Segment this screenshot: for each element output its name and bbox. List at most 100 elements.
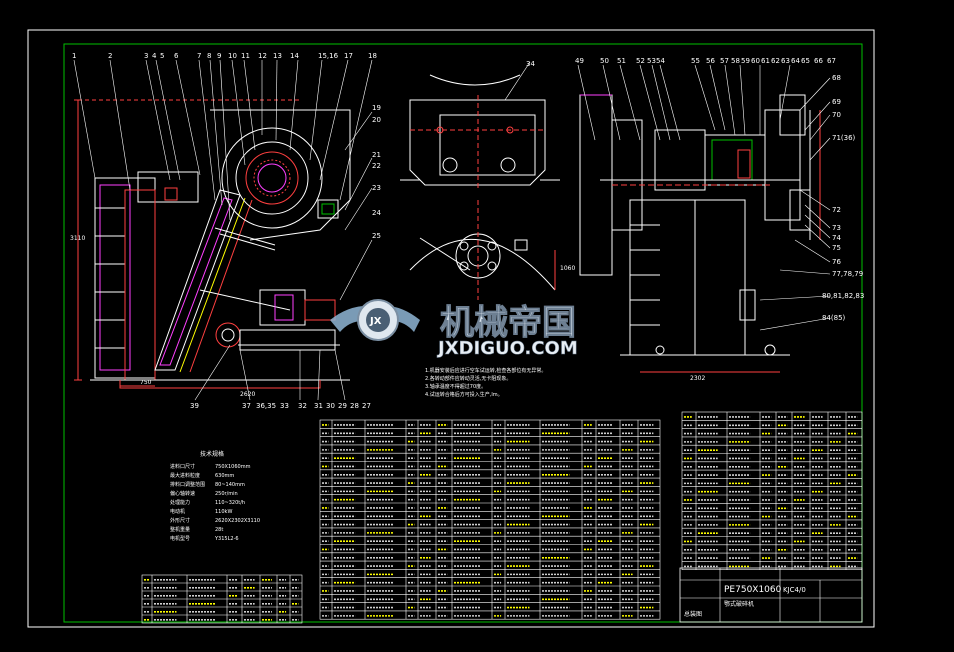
callout-label: 28 xyxy=(350,402,359,410)
spec-value: 2620X2302X3110 xyxy=(215,518,260,524)
callout-label: 32 xyxy=(298,402,307,410)
callout-label: 49 xyxy=(575,57,584,65)
callout-label: 62 xyxy=(771,57,780,65)
note-line: 1.机器安装后应进行空车试运转,检查各部位有无异常。 xyxy=(425,367,546,374)
drawing-number: KJC4/0 xyxy=(783,586,806,594)
callout-label: 1 xyxy=(72,52,76,60)
callout-label: 77,78,79 xyxy=(832,270,863,278)
spec-key: 电机型号 xyxy=(170,535,190,542)
callout-label: 30 xyxy=(326,402,335,410)
callout-label: 2 xyxy=(108,52,112,60)
callout-label: 15,16 xyxy=(318,52,339,60)
callout-label: 69 xyxy=(832,98,841,106)
watermark-cn: 机械帝国 xyxy=(440,303,576,343)
watermark: JX 机械帝国 JXDIGUO.COM xyxy=(330,299,578,359)
callout-label: 55 xyxy=(691,57,700,65)
callout-label: 9 xyxy=(217,52,221,60)
callout-label: 56 xyxy=(706,57,715,65)
callout-label: 80,81,82,83 xyxy=(822,292,864,300)
spec-value: 630mm xyxy=(215,473,234,479)
stamp-label: 总装图 xyxy=(684,610,702,618)
table-border xyxy=(681,411,863,570)
callout-label: 25 xyxy=(372,232,381,240)
callout-label: 52 xyxy=(636,57,645,65)
top-view xyxy=(577,64,831,373)
callout-label: 72 xyxy=(832,206,841,214)
spec-key: 最大进料粒度 xyxy=(170,472,200,479)
dimension-label: 3110 xyxy=(70,235,85,242)
callout-label: 18 xyxy=(368,52,377,60)
callout-label: 34 xyxy=(526,60,535,68)
callout-label: 39 xyxy=(190,402,199,410)
dimension-label: 2620 xyxy=(240,391,255,398)
watermark-en: JXDIGUO.COM xyxy=(436,338,578,359)
spec-key: 偏心轴转速 xyxy=(170,490,195,497)
callout-label: 76 xyxy=(832,258,841,266)
callout-label: 7 xyxy=(197,52,201,60)
callout-label: 11 xyxy=(241,52,250,60)
callout-label: 3 xyxy=(144,52,148,60)
callout-label: 66 xyxy=(814,57,823,65)
callout-label: 8 xyxy=(207,52,211,60)
note-line: 4.试运转合格后方可投入生产,lm。 xyxy=(425,391,503,398)
callout-label: 60 xyxy=(751,57,760,65)
end-view xyxy=(400,61,560,300)
callout-label: 22 xyxy=(372,162,381,170)
side-section-view xyxy=(73,59,373,401)
callout-label: 65 xyxy=(801,57,810,65)
title-block: PE750X1060 鄂式破碎机 KJC4/0 总装图 xyxy=(679,567,863,623)
model-subtitle: 鄂式破碎机 xyxy=(724,600,754,608)
callout-label: 31 xyxy=(314,402,323,410)
callouts-left-side: 19 20 21 22 23 24 25 xyxy=(372,104,381,240)
spec-value: Y315L2-6 xyxy=(214,536,239,542)
callout-label: 64 xyxy=(791,57,800,65)
parts-list-table xyxy=(319,411,863,620)
spec-value: 110kW xyxy=(215,509,232,515)
callout-label: 53 xyxy=(647,57,656,65)
outer-frame xyxy=(27,29,875,628)
spec-key: 外形尺寸 xyxy=(170,517,190,524)
callout-label: 58 xyxy=(731,57,740,65)
callout-label: 17 xyxy=(344,52,353,60)
note-line: 2.各转动部件应转动灵活,无卡阻现象。 xyxy=(425,375,511,382)
dimension-label: 750 xyxy=(140,379,152,386)
callout-label: 14 xyxy=(290,52,299,60)
callout-label: 54 xyxy=(656,57,665,65)
callout-label: 57 xyxy=(720,57,729,65)
technical-notes: 1.机器安装后应进行空车试运转,检查各部位有无异常。 2.各转动部件应转动灵活,… xyxy=(425,367,546,398)
callout-label: 51 xyxy=(617,57,626,65)
callout-label: 36,35 xyxy=(256,402,276,410)
callout-label: 71(36) xyxy=(832,134,856,142)
callout-label: 75 xyxy=(832,244,841,252)
spec-key: 排料口调整范围 xyxy=(170,481,205,488)
callout-label: 12 xyxy=(258,52,267,60)
spec-key: 整机重量 xyxy=(170,526,190,533)
note-line: 3.轴承温度不得超过70度。 xyxy=(425,383,486,390)
spec-value: 80~140mm xyxy=(215,482,245,488)
dimension-label: 1060 xyxy=(560,265,575,272)
callout-label: 10 xyxy=(228,52,237,60)
spec-value: 28t xyxy=(215,527,223,533)
spec-key: 电动机 xyxy=(170,508,185,515)
callout-label: 67 xyxy=(827,57,836,65)
callout-label: 61 xyxy=(761,57,770,65)
callout-label: 13 xyxy=(273,52,282,60)
callouts-top-left: 1 2 3 4 5 6 7 8 9 10 11 12 13 14 15,16 1… xyxy=(72,52,377,60)
callout-label: 21 xyxy=(372,151,381,159)
spec-key: 进料口尺寸 xyxy=(170,463,195,470)
callout-label: 59 xyxy=(741,57,750,65)
dimension-labels: 2620 3110 2302 1060 750 xyxy=(70,235,705,398)
callout-label: 33 xyxy=(280,402,289,410)
callouts-top-right: 49 50 51 52 53 54 55 56 57 58 59 60 61 6… xyxy=(575,57,836,65)
callout-label: 20 xyxy=(372,116,381,124)
callout-label: 70 xyxy=(832,111,841,119)
callout-label: 23 xyxy=(372,184,381,192)
callout-label: 27 xyxy=(362,402,371,410)
spec-value: 750X1060mm xyxy=(215,464,251,470)
spec-value: 110~320t/h xyxy=(215,500,245,506)
model-title: PE750X1060 xyxy=(724,585,782,595)
callouts-bottom: 39 37 36,35 33 32 31 30 29 28 27 xyxy=(190,402,371,410)
callout-label: 4 xyxy=(152,52,157,60)
callout-label: 63 xyxy=(781,57,790,65)
